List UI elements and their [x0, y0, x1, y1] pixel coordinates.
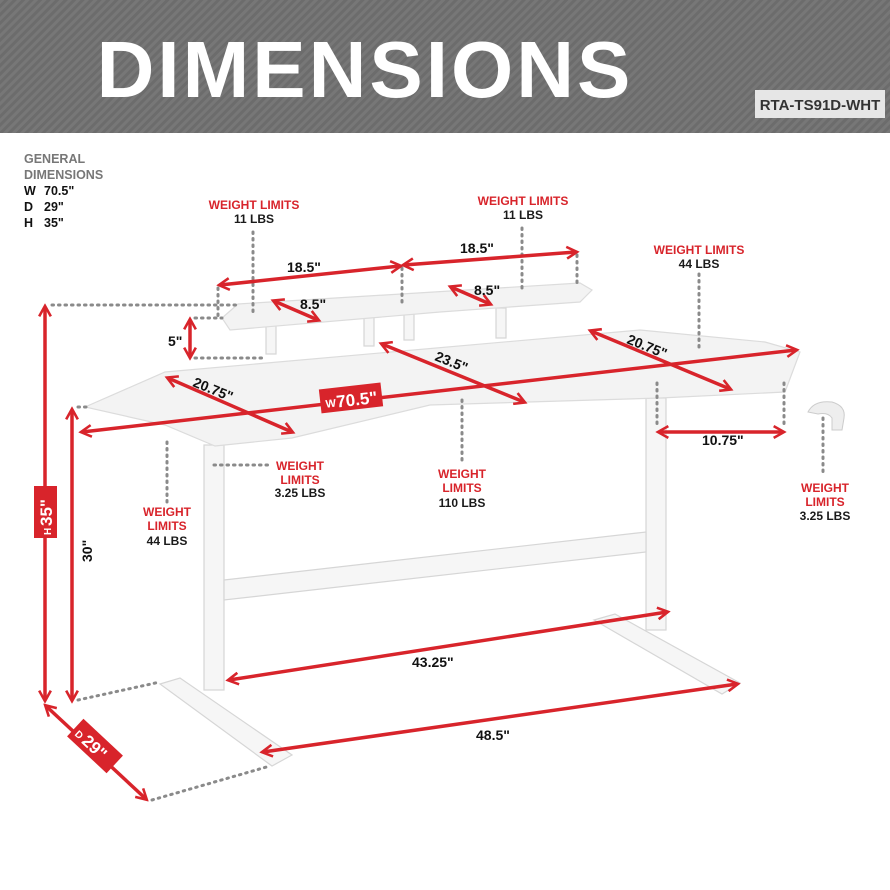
weight-limit-shelf-right: WEIGHT LIMITS 11 LBS: [478, 194, 569, 222]
width-key: W: [24, 184, 36, 198]
shelf-height-label: 5": [168, 333, 182, 349]
shelf-depth-left-label: 8.5": [300, 296, 326, 312]
weight-limit-wing-right: WEIGHT LIMITS 44 LBS: [654, 243, 745, 271]
foot-span-label: 48.5": [476, 727, 510, 743]
svg-text:LIMITS: LIMITS: [147, 519, 186, 533]
svg-text:WEIGHT: WEIGHT: [438, 467, 487, 481]
height-prefix: H: [43, 528, 54, 535]
svg-text:3.25 LBS: 3.25 LBS: [800, 509, 851, 523]
shelf-depth-right-label: 8.5": [474, 282, 500, 298]
left-leg: [203, 444, 225, 691]
foot-span-arrow: [263, 684, 737, 752]
desk-illustration: [83, 282, 845, 767]
right-foot: [592, 613, 742, 695]
inner-leg-span-arrow: [229, 612, 667, 680]
svg-text:44 LBS: 44 LBS: [679, 257, 720, 271]
shelf-width-left-label: 18.5": [287, 259, 321, 275]
depth-value: 29": [44, 200, 64, 214]
weight-limit-shelf-left: WEIGHT LIMITS 11 LBS: [209, 198, 300, 226]
width-arrow: [82, 350, 796, 432]
svg-text:11 LBS: 11 LBS: [234, 212, 274, 226]
svg-text:WEIGHT: WEIGHT: [143, 505, 192, 519]
svg-text:WEIGHT LIMITS: WEIGHT LIMITS: [654, 243, 745, 257]
shelf-post: [265, 323, 277, 355]
svg-text:WEIGHT: WEIGHT: [801, 481, 850, 495]
shelf-post: [403, 313, 415, 341]
width-value: 70.5": [44, 184, 74, 198]
weight-limits: WEIGHT LIMITS 11 LBS WEIGHT LIMITS 11 LB…: [143, 194, 850, 548]
svg-text:11 LBS: 11 LBS: [503, 208, 543, 222]
general-dimensions: GENERAL DIMENSIONS W 70.5" D 29" H 35": [24, 152, 103, 230]
weight-limit-wing-left: WEIGHT LIMITS 44 LBS: [143, 505, 192, 548]
depth-badge: D 29": [67, 718, 123, 774]
width-prefix: W: [325, 398, 337, 411]
weight-limit-hook: WEIGHT LIMITS 3.25 LBS: [275, 459, 326, 500]
height-badge: H 35": [34, 486, 57, 538]
depth-key: D: [24, 200, 33, 214]
desk-height-label: 30": [79, 540, 95, 562]
height-value: 35": [44, 216, 64, 230]
svg-text:LIMITS: LIMITS: [442, 481, 481, 495]
svg-text:WEIGHT LIMITS: WEIGHT LIMITS: [209, 198, 300, 212]
shelf-width-right-arrow: [404, 252, 576, 265]
width-badge: W 70.5": [318, 382, 384, 414]
crossbar: [223, 531, 647, 601]
general-heading: GENERAL: [24, 152, 85, 166]
cup-holder: [807, 401, 845, 431]
height-label: 35": [37, 499, 56, 526]
shelf-width-left-arrow: [220, 266, 400, 285]
svg-text:LIMITS: LIMITS: [280, 473, 319, 487]
svg-text:LIMITS: LIMITS: [805, 495, 844, 509]
model-number: RTA-TS91D-WHT: [760, 97, 881, 114]
weight-limit-center: WEIGHT LIMITS 110 LBS: [438, 467, 487, 510]
svg-text:110 LBS: 110 LBS: [439, 496, 486, 510]
page-title: DIMENSIONS: [97, 25, 634, 114]
shelf-depth-right-arrow: [451, 287, 490, 304]
svg-text:44 LBS: 44 LBS: [147, 534, 188, 548]
general-heading-2: DIMENSIONS: [24, 168, 103, 182]
shelf-post: [363, 315, 375, 347]
width-label: 70.5": [335, 388, 378, 412]
left-foot: [158, 677, 294, 767]
shelf-post: [495, 307, 507, 339]
overhang-label: 10.75": [702, 432, 744, 448]
svg-text:WEIGHT LIMITS: WEIGHT LIMITS: [478, 194, 569, 208]
height-key: H: [24, 216, 33, 230]
header-banner: DIMENSIONS RTA-TS91D-WHT: [0, 0, 890, 133]
inner-leg-span-label: 43.25": [412, 654, 454, 670]
shelf-width-right-label: 18.5": [460, 240, 494, 256]
model-badge: [755, 90, 885, 118]
svg-text:3.25 LBS: 3.25 LBS: [275, 486, 326, 500]
shelf-depth-left-arrow: [274, 301, 318, 320]
dimension-labels: 18.5" 18.5" 8.5" 8.5" 5" 23.5" 20.75" 20…: [34, 240, 744, 774]
weight-limit-cup-holder: WEIGHT LIMITS 3.25 LBS: [800, 481, 851, 523]
svg-text:WEIGHT: WEIGHT: [276, 459, 325, 473]
